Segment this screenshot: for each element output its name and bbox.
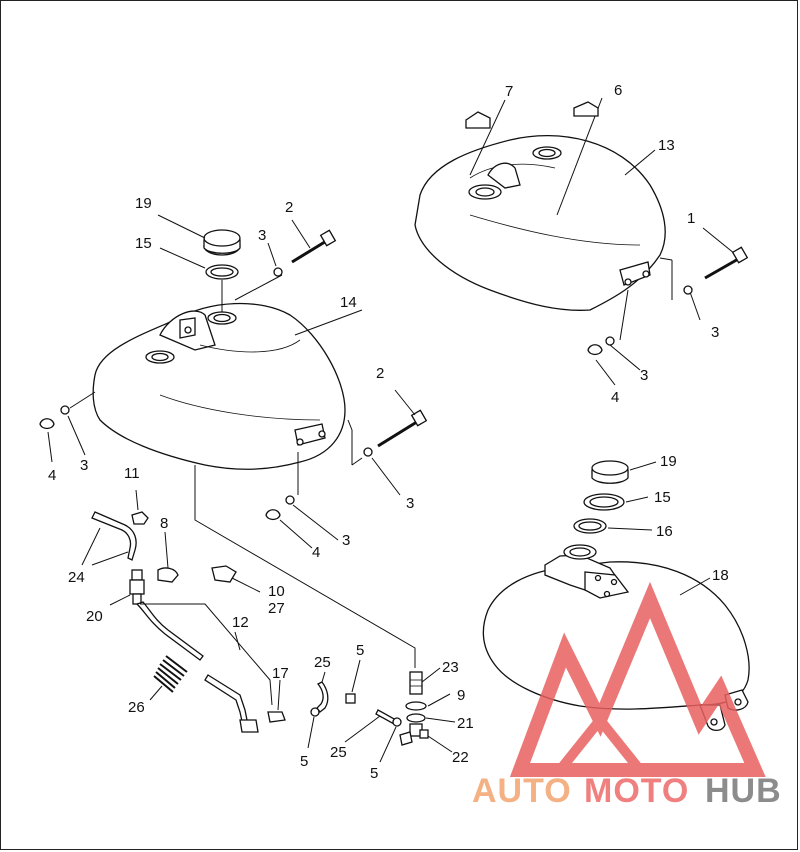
callout: 1 bbox=[687, 210, 695, 227]
acorn-nut-4-left bbox=[39, 418, 55, 430]
watermark-moto: MOTO bbox=[584, 772, 689, 810]
callout: 4 bbox=[312, 544, 320, 561]
callout: 3 bbox=[80, 457, 88, 474]
callout: 3 bbox=[258, 227, 266, 244]
callout: 5 bbox=[370, 765, 378, 782]
callout: 19 bbox=[135, 195, 152, 212]
callout: 3 bbox=[711, 324, 719, 341]
hose-24 bbox=[91, 511, 137, 561]
bracket-7 bbox=[465, 111, 491, 129]
callout: 22 bbox=[452, 749, 469, 766]
callout: 23 bbox=[442, 659, 459, 676]
callout: 26 bbox=[128, 699, 145, 716]
callout: 4 bbox=[48, 467, 56, 484]
callout: 20 bbox=[86, 608, 103, 625]
clip-10 bbox=[211, 565, 237, 583]
callout: 11 bbox=[124, 465, 140, 482]
watermark-logo bbox=[509, 581, 766, 777]
bracket-6 bbox=[573, 101, 599, 117]
callout: 17 bbox=[272, 665, 289, 682]
bolt-2-upper bbox=[291, 229, 337, 264]
callout: 2 bbox=[376, 365, 384, 382]
callout: 9 bbox=[457, 687, 465, 704]
fuel-valve-assembly bbox=[399, 671, 429, 746]
gasket-16 bbox=[573, 518, 607, 534]
bolt-2-lower bbox=[377, 409, 428, 448]
hose-25-upper bbox=[316, 681, 329, 713]
fuel-tank-13 bbox=[414, 134, 666, 311]
watermark-auto: AUTO bbox=[472, 772, 572, 810]
gasket-15 bbox=[205, 264, 239, 280]
gasket-15-lower bbox=[583, 493, 625, 511]
filler-cap-19 bbox=[203, 229, 241, 256]
callout: 12 bbox=[232, 614, 249, 631]
callout: 5 bbox=[356, 642, 364, 659]
hose-12 bbox=[135, 601, 204, 661]
callout: 3 bbox=[640, 367, 648, 384]
callout: 3 bbox=[342, 532, 350, 549]
callout: 10 bbox=[268, 583, 285, 600]
callout: 5 bbox=[300, 753, 308, 770]
clamp-8 bbox=[157, 567, 179, 583]
callout: 21 bbox=[457, 715, 474, 732]
fuel-tank-14 bbox=[92, 302, 346, 470]
washer-3 bbox=[683, 285, 693, 295]
fitting-20 bbox=[129, 569, 145, 605]
callout: 16 bbox=[656, 523, 673, 540]
callout: 8 bbox=[160, 515, 168, 532]
watermark-text: AUTO MOTO HUB bbox=[472, 772, 782, 810]
callout: 25 bbox=[314, 654, 331, 671]
callout: 18 bbox=[712, 567, 729, 584]
watermark-hub: HUB bbox=[705, 772, 782, 810]
filler-cap-19-lower bbox=[591, 460, 629, 484]
callout: 15 bbox=[654, 489, 671, 506]
callout: 14 bbox=[340, 294, 357, 311]
callout: 3 bbox=[406, 495, 414, 512]
callout: 24 bbox=[68, 569, 85, 586]
callout: 7 bbox=[505, 83, 513, 100]
acorn-nut-4 bbox=[587, 344, 603, 356]
callout-labels: 7 6 13 1 3 3 4 19 2 15 3 14 2 4 3 3 3 4 … bbox=[48, 82, 729, 782]
spring-26 bbox=[153, 655, 188, 693]
bolt-1 bbox=[704, 246, 749, 280]
callout: 6 bbox=[614, 82, 622, 99]
callout: 27 bbox=[268, 600, 285, 617]
callout: 4 bbox=[611, 389, 619, 406]
clamp-11 bbox=[131, 511, 149, 525]
callout: 15 bbox=[135, 235, 152, 252]
fitting-17 bbox=[267, 711, 286, 723]
callout: 25 bbox=[330, 744, 347, 761]
callout: 13 bbox=[658, 137, 675, 154]
callout: 2 bbox=[285, 199, 293, 216]
callout: 19 bbox=[660, 453, 677, 470]
